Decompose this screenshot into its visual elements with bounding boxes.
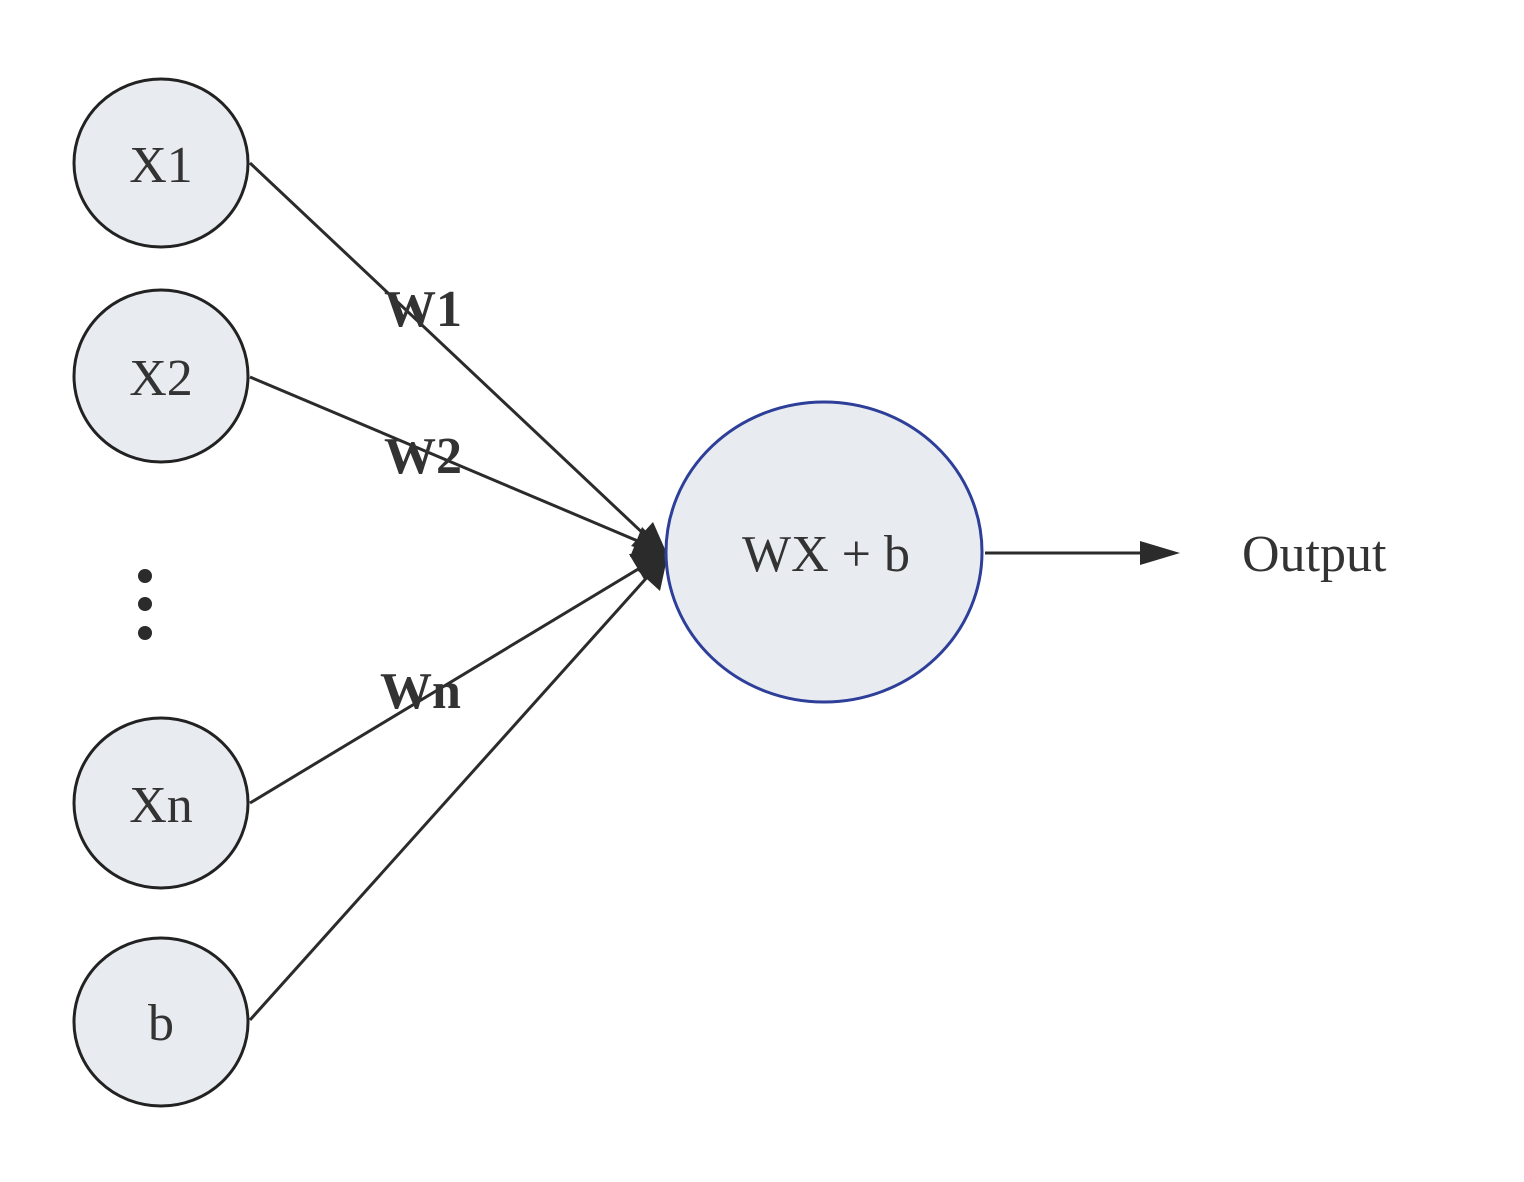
edge-x2-neuron [249,375,646,546]
input-node-x2: X2 [72,288,250,464]
input-node-b: b [72,936,250,1108]
input-node-xn: Xn [72,716,250,890]
weight-labels: W1 W2 Wn [380,281,462,720]
edge-xn-neuron [249,563,646,805]
edge-x2-arrowhead [630,527,668,557]
vertical-ellipsis-icon [138,569,152,640]
edge-b-arrowhead [637,554,668,591]
edge-b-neuron [248,572,652,1022]
neuron-node: WX + b [664,400,984,704]
weight-label-wn: Wn [380,663,461,720]
neuron-label: WX + b [742,526,910,583]
input-node-label: X1 [129,137,193,194]
weight-label-w1: W1 [384,281,462,338]
edges [248,161,1180,1022]
edge-output-arrowhead [1140,541,1180,565]
output-label: Output [1242,526,1387,583]
edge-x1-neuron [248,161,650,540]
input-node-label: b [148,995,174,1052]
input-node-x1: X1 [72,77,250,249]
input-node-label: Xn [129,777,193,834]
input-nodes: X1 X2 Xn b [72,77,250,1108]
weight-label-w2: W2 [384,428,462,485]
input-node-label: X2 [129,350,193,407]
